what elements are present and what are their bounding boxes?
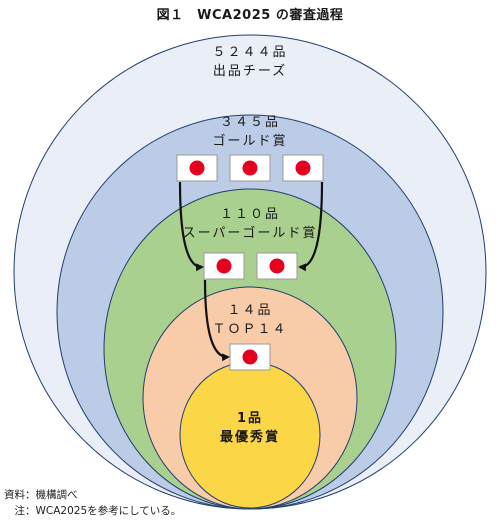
arrows [178,181,324,362]
figure-title: 図１ WCA2025 の審査過程 [156,8,344,23]
super-gold-name: スーパーゴールド賞 [182,226,318,241]
arrow-icon [298,181,324,272]
gold-flags [176,154,324,182]
super-gold-count: １１０品 [219,207,280,222]
entries-count: ５２４４品 [212,45,288,60]
source-note: 資料：機構調べ [4,489,78,501]
japan-flag-icon [229,154,271,182]
top14-count: １４品 [227,303,273,318]
entries-label: ５２４４品 出品チーズ [130,43,370,81]
footnotes: 資料：機構調べ 注：WCA2025を参考にしている。 [4,487,181,519]
best-name: 最優秀賞 [219,430,280,445]
top14-label: １４品 ＴＯＰ１４ [130,301,370,339]
arrow-icon [178,181,204,272]
japan-flag-icon [203,252,245,280]
entries-name: 出品チーズ [212,64,288,79]
gold-label: ３４５品 ゴールド賞 [130,113,370,151]
top14-name: ＴＯＰ１４ [212,322,288,337]
best-label: 1品 最優秀賞 [130,409,370,447]
gold-count: ３４５品 [219,115,280,130]
arrow-icon [203,279,230,362]
best-count: 1品 [236,411,264,426]
reference-note: 注：WCA2025を参考にしている。 [4,505,182,517]
japan-flag-icon [176,154,218,182]
super-gold-label: １１０品 スーパーゴールド賞 [130,205,370,243]
top14-flags [229,343,271,371]
gold-name: ゴールド賞 [212,134,288,149]
japan-flag-icon [256,252,298,280]
japan-flag-icon [229,343,271,371]
japan-flag-icon [282,154,324,182]
